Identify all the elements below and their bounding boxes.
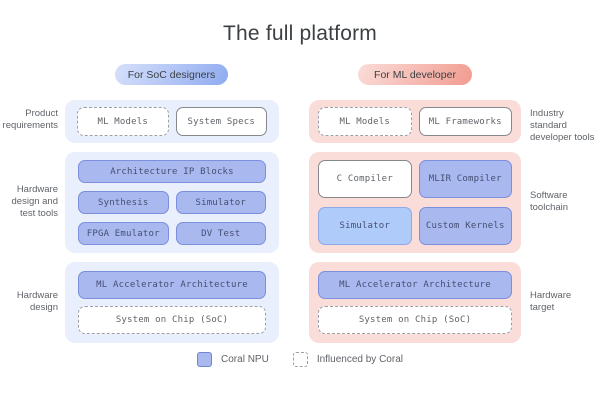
legend-item-influenced: Influenced by Coral — [292, 352, 403, 367]
box-architecture-ip-blocks: Architecture IP Blocks — [78, 160, 266, 183]
tools-grid-soc: Synthesis Simulator FPGA Emulator DV Tes… — [78, 191, 266, 245]
box-c-compiler: C Compiler — [318, 160, 412, 198]
box-ml-accelerator-architecture-soc: ML Accelerator Architecture — [78, 271, 266, 299]
box-system-on-chip-ml: System on Chip (SoC) — [318, 306, 512, 334]
label-industry-standard-developer-tools: Industry standard developer tools — [530, 108, 595, 143]
box-ml-frameworks: ML Frameworks — [418, 107, 512, 136]
label-software-toolchain: Software toolchain — [530, 190, 569, 213]
panel-hardware-design: ML Accelerator Architecture System on Ch… — [65, 262, 279, 343]
panel-product-requirements: ML Models System Specs — [65, 100, 279, 143]
box-fpga-emulator: FPGA Emulator — [78, 222, 169, 245]
panel-software-toolchain: C Compiler MLIR Compiler Simulator Custo… — [309, 152, 521, 253]
panel-industry-standard-tools: ML Models ML Frameworks — [309, 100, 521, 143]
box-synthesis: Synthesis — [78, 191, 169, 214]
label-hardware-design: Hardware design — [16, 290, 58, 313]
legend-item-coral-npu: Coral NPU — [197, 352, 269, 367]
panel-hardware-target: ML Accelerator Architecture System on Ch… — [309, 262, 521, 343]
legend: Coral NPU Influenced by Coral — [0, 352, 600, 367]
box-system-on-chip-soc: System on Chip (SoC) — [78, 306, 266, 334]
box-ml-models-ml: ML Models — [318, 107, 412, 136]
label-product-requirements: Product requirements — [2, 108, 58, 131]
badge-ml-developer: For ML developer — [358, 64, 472, 85]
box-ml-models-soc: ML Models — [77, 107, 169, 136]
box-dv-test: DV Test — [175, 222, 266, 245]
panel-hardware-design-test-tools: Architecture IP Blocks Synthesis Simulat… — [65, 152, 279, 253]
coral-npu-swatch-icon — [197, 352, 213, 367]
page-title: The full platform — [223, 22, 377, 45]
box-simulator-soc: Simulator — [175, 191, 266, 214]
legend-influenced-label: Influenced by Coral — [316, 354, 403, 365]
box-simulator-ml: Simulator — [318, 207, 412, 245]
label-hardware-target: Hardware target — [530, 290, 572, 313]
legend-coral-npu-label: Coral NPU — [221, 354, 269, 365]
label-hardware-design-test-tools: Hardware design and test tools — [11, 184, 58, 219]
box-custom-kernels: Custom Kernels — [418, 207, 512, 245]
box-ml-accelerator-architecture-ml: ML Accelerator Architecture — [318, 271, 512, 299]
box-system-specs: System Specs — [175, 107, 267, 136]
badge-soc-designers: For SoC designers — [115, 64, 228, 85]
influenced-by-coral-swatch-icon — [292, 352, 308, 367]
box-mlir-compiler: MLIR Compiler — [418, 160, 512, 198]
toolchain-grid-ml: C Compiler MLIR Compiler Simulator Custo… — [318, 160, 512, 245]
